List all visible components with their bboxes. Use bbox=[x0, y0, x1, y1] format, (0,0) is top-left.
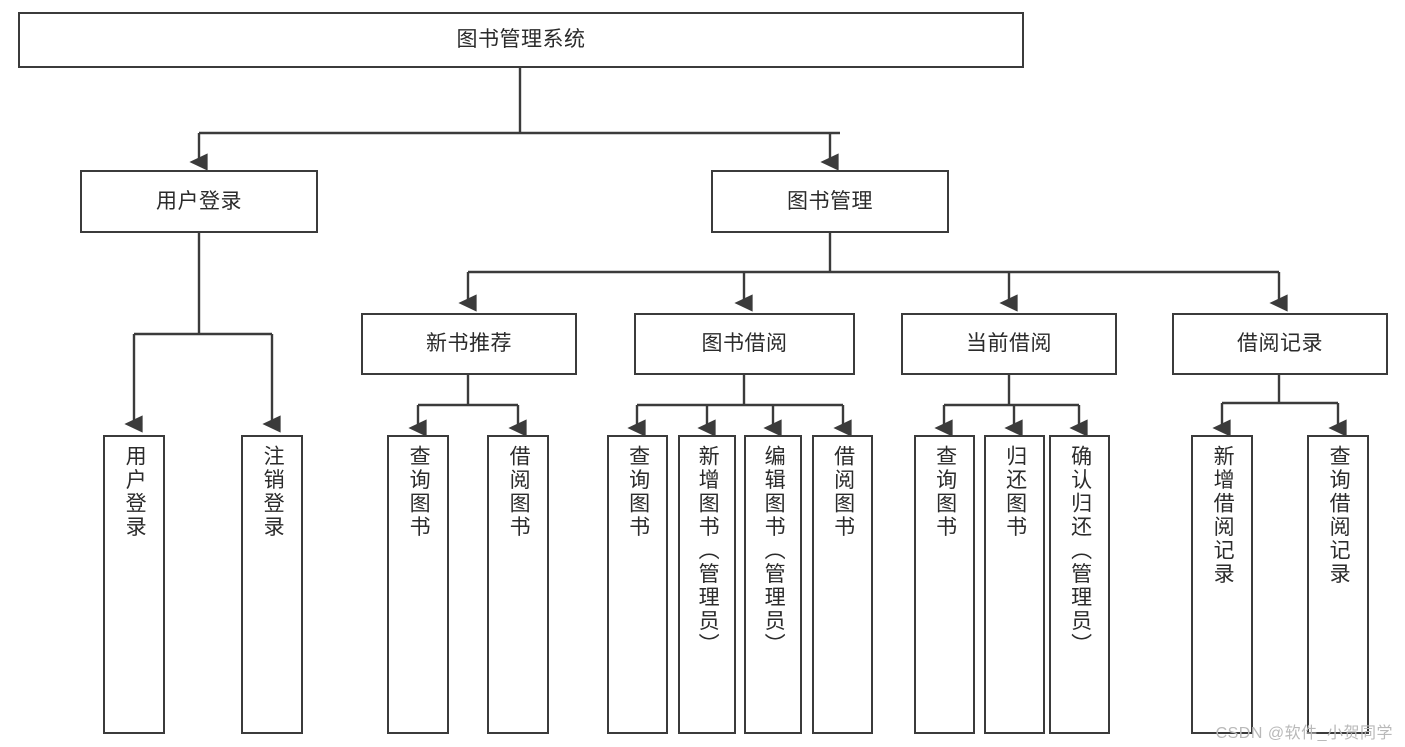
node-leaf-query-book-3[interactable]: 查询图书 bbox=[914, 435, 975, 734]
node-leaf-add-book-label: 新增图书（管理员） bbox=[696, 445, 720, 657]
node-book-borrow[interactable]: 图书借阅 bbox=[634, 313, 855, 375]
node-leaf-borrow-book-2[interactable]: 借阅图书 bbox=[812, 435, 873, 734]
csdn-watermark: CSDN @软件_小贺同学 bbox=[1215, 725, 1393, 742]
node-leaf-query-record[interactable]: 查询借阅记录 bbox=[1307, 435, 1369, 734]
node-leaf-query-record-label: 查询借阅记录 bbox=[1327, 445, 1351, 586]
node-borrow-record[interactable]: 借阅记录 bbox=[1172, 313, 1388, 375]
node-leaf-confirm-return-label: 确认归还（管理员） bbox=[1068, 445, 1092, 657]
node-new-book-recommend[interactable]: 新书推荐 bbox=[361, 313, 577, 375]
node-leaf-query-book-3-label: 查询图书 bbox=[933, 445, 957, 539]
node-leaf-logout[interactable]: 注销登录 bbox=[241, 435, 303, 734]
node-leaf-borrow-book-1-label: 借阅图书 bbox=[507, 445, 531, 539]
node-root-book-management-system[interactable]: 图书管理系统 bbox=[18, 12, 1024, 68]
node-leaf-borrow-book-2-label: 借阅图书 bbox=[831, 445, 855, 539]
node-leaf-return-book-label: 归还图书 bbox=[1003, 445, 1027, 539]
node-leaf-query-book-2[interactable]: 查询图书 bbox=[607, 435, 668, 734]
node-book-management[interactable]: 图书管理 bbox=[711, 170, 949, 233]
node-leaf-user-login[interactable]: 用户登录 bbox=[103, 435, 165, 734]
node-user-login-label: 用户登录 bbox=[156, 189, 242, 213]
node-new-book-recommend-label: 新书推荐 bbox=[426, 332, 512, 356]
node-leaf-logout-label: 注销登录 bbox=[261, 445, 285, 539]
node-leaf-edit-book[interactable]: 编辑图书（管理员） bbox=[744, 435, 802, 734]
node-leaf-user-login-label: 用户登录 bbox=[123, 445, 147, 539]
node-leaf-query-book-1-label: 查询图书 bbox=[407, 445, 431, 539]
node-leaf-add-record-label: 新增借阅记录 bbox=[1211, 445, 1235, 586]
node-leaf-return-book[interactable]: 归还图书 bbox=[984, 435, 1045, 734]
node-leaf-query-book-1[interactable]: 查询图书 bbox=[387, 435, 449, 734]
node-current-borrow[interactable]: 当前借阅 bbox=[901, 313, 1117, 375]
node-leaf-edit-book-label: 编辑图书（管理员） bbox=[762, 445, 786, 657]
node-book-management-label: 图书管理 bbox=[787, 189, 873, 213]
node-leaf-add-record[interactable]: 新增借阅记录 bbox=[1191, 435, 1253, 734]
node-root-label: 图书管理系统 bbox=[456, 28, 586, 52]
node-leaf-borrow-book-1[interactable]: 借阅图书 bbox=[487, 435, 549, 734]
node-current-borrow-label: 当前借阅 bbox=[966, 332, 1052, 356]
node-leaf-confirm-return[interactable]: 确认归还（管理员） bbox=[1049, 435, 1110, 734]
node-leaf-add-book[interactable]: 新增图书（管理员） bbox=[678, 435, 736, 734]
node-borrow-record-label: 借阅记录 bbox=[1237, 332, 1323, 356]
node-leaf-query-book-2-label: 查询图书 bbox=[626, 445, 650, 539]
node-user-login[interactable]: 用户登录 bbox=[80, 170, 318, 233]
node-book-borrow-label: 图书借阅 bbox=[701, 332, 788, 356]
